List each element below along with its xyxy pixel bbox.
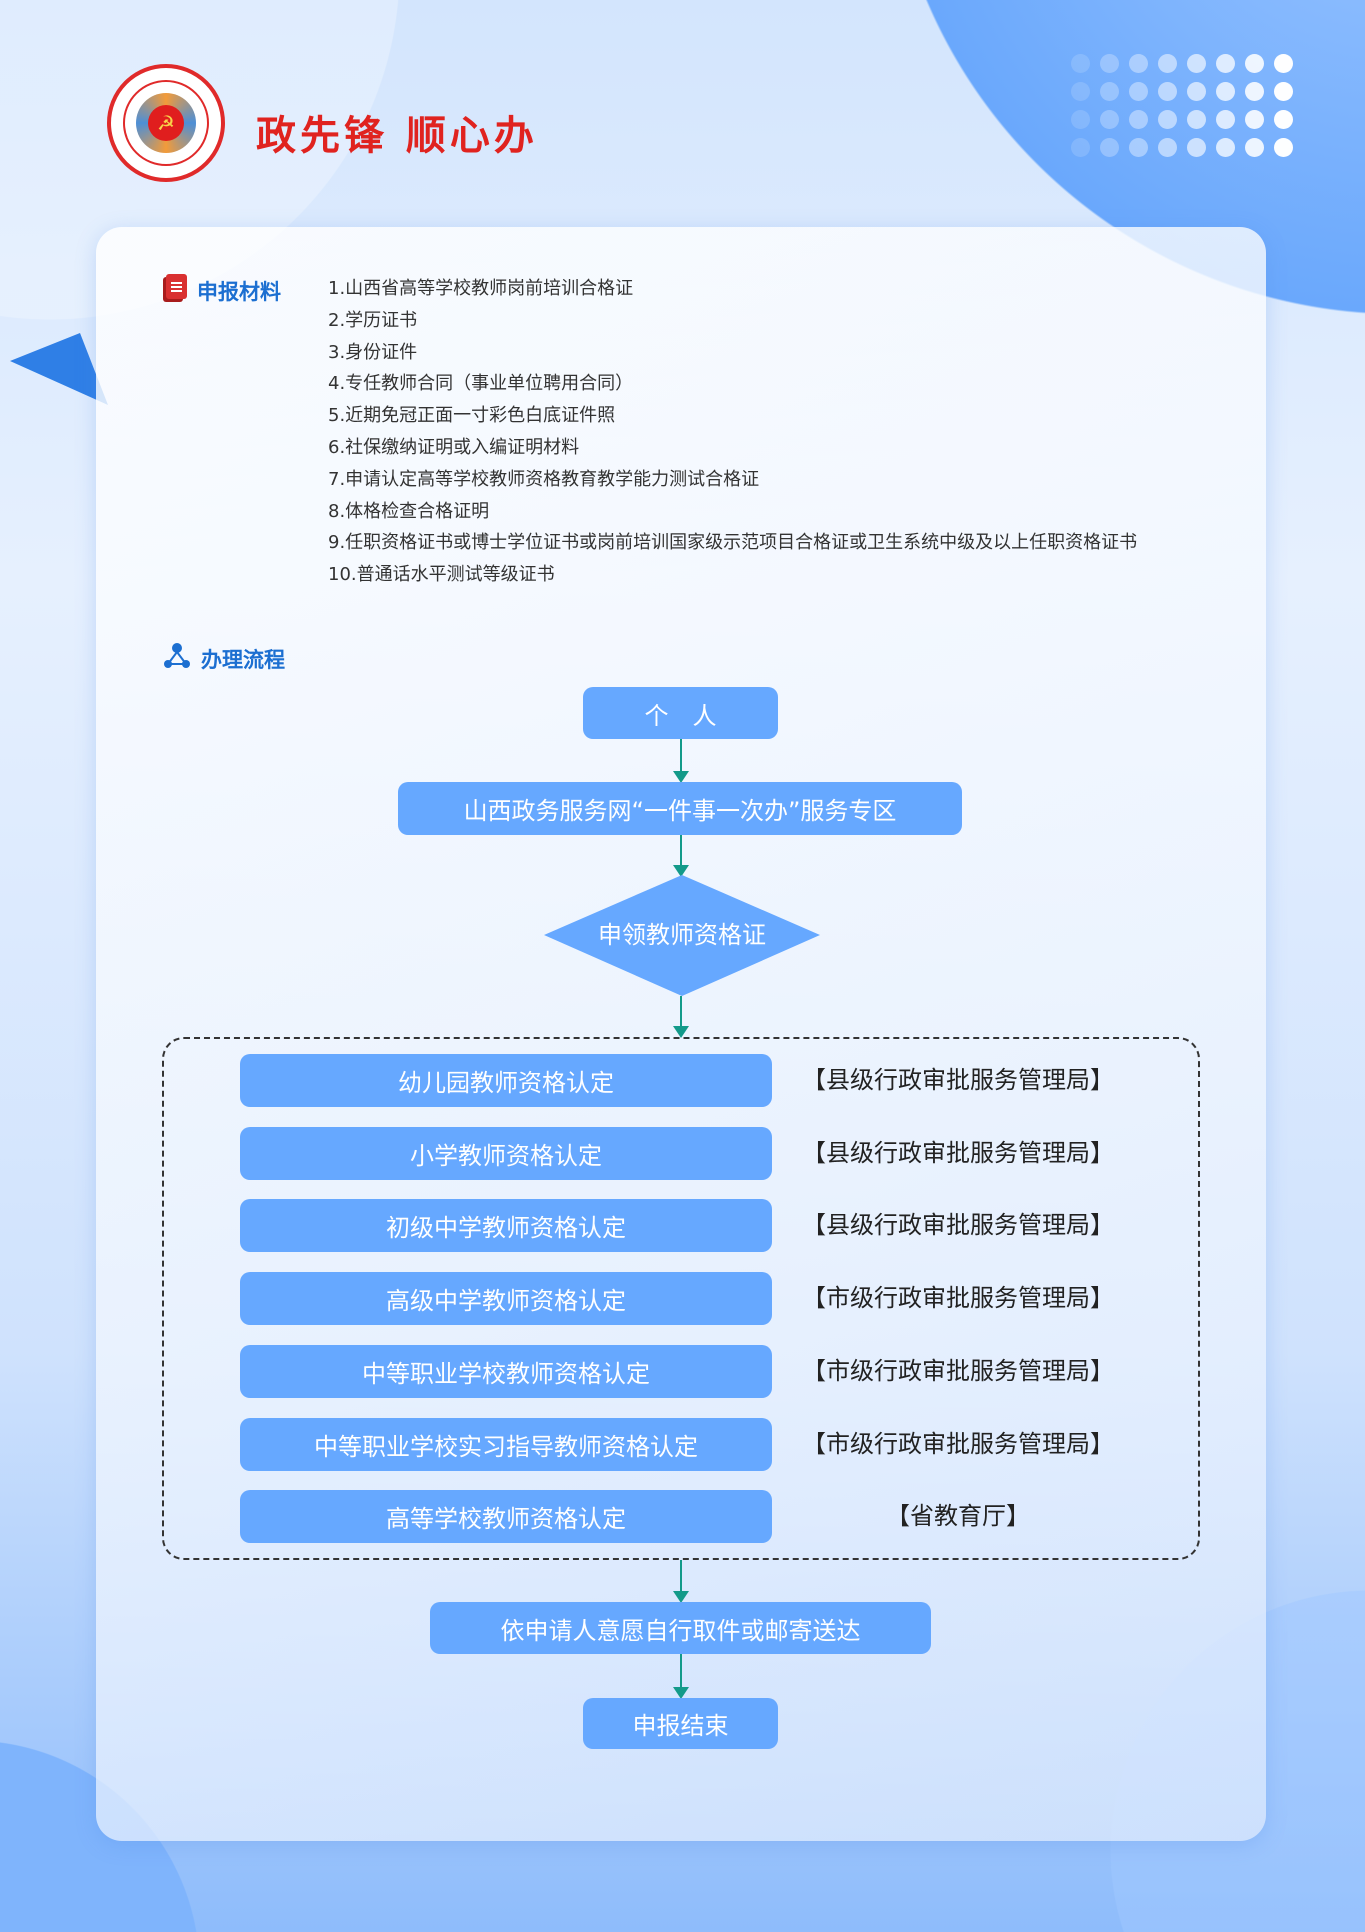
certification-type-box: 中等职业学校教师资格认定 [240,1344,772,1398]
decor-dot [1129,110,1148,129]
materials-list: 1.山西省高等学校教师岗前培训合格证 2.学历证书 3.身份证件 4.专任教师合同（事… [328,273,1208,591]
certification-type-box: 高级中学教师资格认定 [240,1272,772,1326]
authority-label: 【县级行政审批服务管理局】 [802,1138,1114,1167]
decor-dots [1071,54,1293,157]
decor-dot [1274,138,1293,157]
decor-dot [1216,138,1235,157]
decor-dot [1245,138,1264,157]
decision-label: 申领教师资格证 [598,921,766,949]
decor-dot [1071,138,1090,157]
decor-dot [1274,110,1293,129]
certification-type-box: 中等职业学校实习指导教师资格认定 [240,1417,772,1471]
arrow [673,1560,689,1603]
material-item: 2.学历证书 [328,309,418,331]
material-item: 3.身份证件 [328,341,418,363]
decor-dot [1245,82,1264,101]
decor-dot [1187,54,1206,73]
authority-label: 【市级行政审批服务管理局】 [802,1284,1114,1313]
decor-dot [1071,110,1090,129]
decor-dot [1129,82,1148,101]
material-item: 10.普通话水平测试等级证书 [328,564,555,586]
material-item: 4.专任教师合同（事业单位聘用合同） [328,373,634,395]
decor-dot [1158,138,1177,157]
material-item: 6.社保缴纳证明或入编证明材料 [328,436,580,458]
materials-title: 申报材料 [197,279,281,304]
decor-dot [1216,82,1235,101]
materials-heading: 申报材料 [163,274,281,307]
certification-type-box: 高等学校教师资格认定 [240,1490,772,1544]
logo: ☭ [107,64,225,182]
decor-dot [1187,82,1206,101]
decor-dot [1216,110,1235,129]
material-item: 9.任职资格证书或博士学位证书或岗前培训国家级示范项目合格证或卫生系统中级及以上… [328,532,1138,554]
certification-group [162,1037,1200,1560]
authority-label: 【省教育厅】 [886,1502,1030,1531]
decor-dot [1100,138,1119,157]
party-emblem-icon: ☭ [148,105,184,141]
decor-dot [1274,54,1293,73]
certification-type-box: 幼儿园教师资格认定 [240,1054,772,1107]
process-heading: 办理流程 [163,642,285,675]
material-item: 1.山西省高等学校教师岗前培训合格证 [328,278,634,299]
decor-dot [1100,54,1119,73]
certification-type-box: 初级中学教师资格认定 [240,1199,772,1253]
arrow [673,1654,689,1699]
decor-triangle [10,333,108,405]
decor-dot [1245,110,1264,129]
decor-dot [1274,82,1293,101]
process-title: 办理流程 [201,647,285,672]
material-item: 8.体格检查合格证明 [328,500,490,522]
document-icon [163,274,187,307]
decor-dot [1100,82,1119,101]
delivery-box: 依申请人意愿自行取件或邮寄送达 [430,1602,931,1654]
authority-label: 【县级行政审批服务管理局】 [802,1211,1114,1240]
certification-type-box: 小学教师资格认定 [240,1126,772,1180]
decor-dot [1245,54,1264,73]
portal-box: 山西政务服务网“一件事一次办”服务专区 [398,782,962,835]
slogan: 政先锋 顺心办 [256,113,538,159]
decor-dot [1071,82,1090,101]
end-box: 申报结束 [583,1698,778,1749]
decor-dot [1158,110,1177,129]
decision-diamond [544,875,820,996]
decor-dot [1071,54,1090,73]
decor-dot [1158,54,1177,73]
material-item: 5.近期免冠正面一寸彩色白底证件照 [328,405,616,427]
material-item: 7.申请认定高等学校教师资格教育教学能力测试合格证 [328,468,760,490]
decor-dot [1187,110,1206,129]
decor-dot [1158,82,1177,101]
authority-label: 【市级行政审批服务管理局】 [802,1429,1114,1458]
decor-dot [1129,54,1148,73]
arrow [673,739,689,783]
decor-dot [1129,138,1148,157]
start-box: 个 人 [583,687,778,739]
authority-label: 【县级行政审批服务管理局】 [802,1066,1114,1094]
authority-label: 【市级行政审批服务管理局】 [802,1356,1114,1385]
arrow [673,835,689,877]
flow-icon [163,642,191,675]
decor-dot [1187,138,1206,157]
decor-dot [1216,54,1235,73]
decor-dot [1100,110,1119,129]
arrow [673,996,689,1038]
